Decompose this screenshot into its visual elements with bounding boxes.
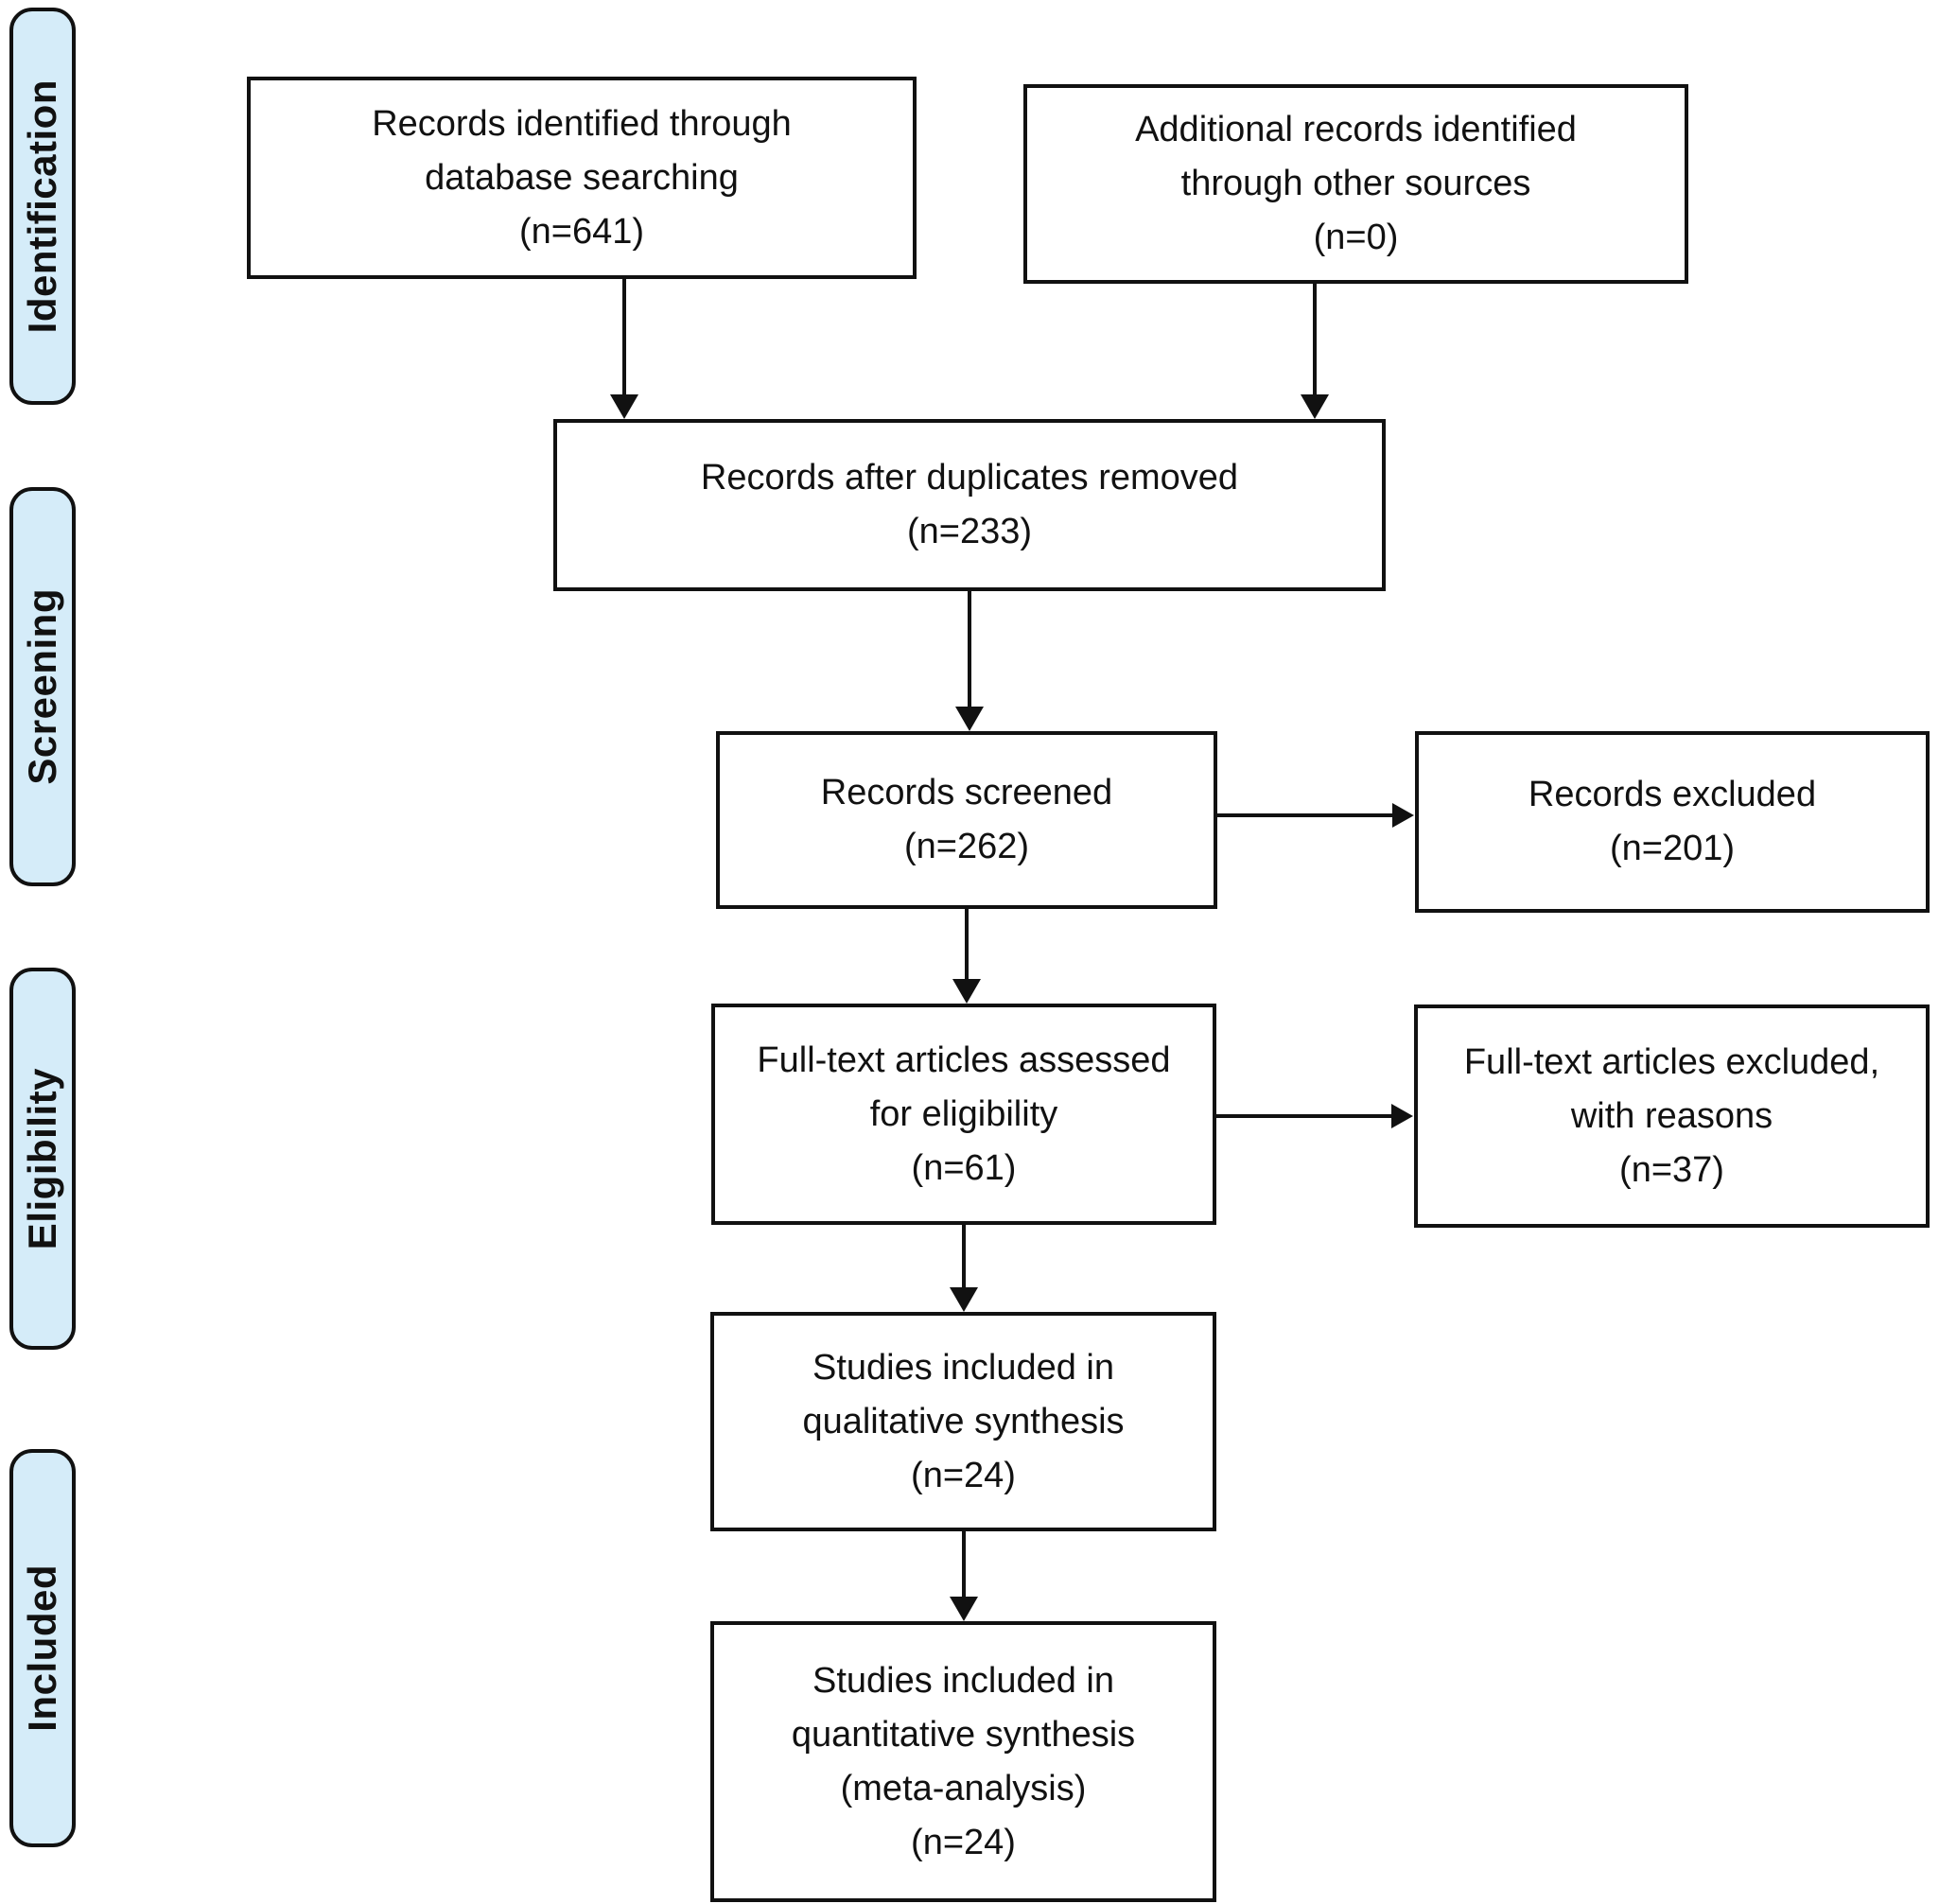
stage-label-screening: Screening (20, 588, 64, 785)
box-duplicates-removed: Records after duplicates removed (n=233) (553, 419, 1386, 591)
box-quantitative-synthesis: Studies included in quantitative synthes… (710, 1621, 1216, 1902)
box-count: (n=201) (1609, 829, 1736, 868)
arrow-fulltext-to-qualitative-icon (962, 1225, 966, 1288)
box-count: (n=61) (911, 1147, 1017, 1188)
box-records-identified: Records identified through database sear… (247, 77, 917, 279)
box-line: (meta-analysis) (840, 1768, 1087, 1808)
arrow-qualitative-to-quantitative-icon (962, 1531, 966, 1598)
box-count: (n=641) (518, 211, 645, 252)
box-line: quantitative synthesis (791, 1714, 1136, 1755)
box-line: for eligibility (869, 1093, 1058, 1134)
box-fulltext-assessed: Full-text articles assessed for eligibil… (711, 1004, 1216, 1225)
box-line: Full-text articles assessed (757, 1039, 1171, 1080)
box-records-excluded: Records excluded (n=201) (1415, 731, 1930, 913)
stage-label-included: Included (20, 1564, 64, 1732)
box-line: Studies included in (812, 1660, 1114, 1701)
arrow-screened-to-excluded-icon (1217, 813, 1393, 817)
box-line: database searching (425, 157, 739, 198)
stage-label-eligibility: Eligibility (20, 1067, 64, 1250)
box-count: (n=233) (906, 512, 1033, 551)
stage-band-included: Included (9, 1449, 76, 1847)
box-count: (n=262) (903, 827, 1030, 866)
arrow-additional-to-duplicates-icon (1313, 284, 1317, 395)
arrow-fulltext-to-excluded-icon (1216, 1114, 1392, 1118)
stage-band-screening: Screening (9, 487, 76, 886)
box-count: (n=24) (911, 1822, 1016, 1862)
box-line: Records screened (820, 773, 1113, 812)
box-line: with reasons (1570, 1095, 1773, 1136)
box-line: qualitative synthesis (802, 1401, 1125, 1441)
arrow-identified-to-duplicates-icon (622, 279, 626, 395)
box-line: Records excluded (1528, 775, 1817, 814)
box-count: (n=37) (1619, 1149, 1724, 1190)
arrow-screened-to-fulltext-icon (965, 909, 969, 980)
box-qualitative-synthesis: Studies included in qualitative synthesi… (710, 1312, 1216, 1531)
box-records-screened: Records screened (n=262) (716, 731, 1217, 909)
box-line: Studies included in (812, 1347, 1114, 1388)
box-line: through other sources (1180, 164, 1531, 203)
box-line: Additional records identified (1135, 110, 1577, 149)
stage-label-identification: Identification (20, 79, 64, 334)
box-count: (n=0) (1313, 218, 1399, 257)
box-line: Records after duplicates removed (700, 458, 1239, 498)
box-fulltext-excluded: Full-text articles excluded, with reason… (1414, 1004, 1930, 1228)
box-line: Records identified through (372, 103, 792, 144)
box-line: Full-text articles excluded, (1463, 1041, 1880, 1082)
box-additional-records: Additional records identified through ot… (1023, 84, 1688, 284)
stage-band-eligibility: Eligibility (9, 968, 76, 1350)
arrow-duplicates-to-screened-icon (968, 591, 971, 707)
stage-band-identification: Identification (9, 8, 76, 405)
box-count: (n=24) (911, 1455, 1016, 1495)
